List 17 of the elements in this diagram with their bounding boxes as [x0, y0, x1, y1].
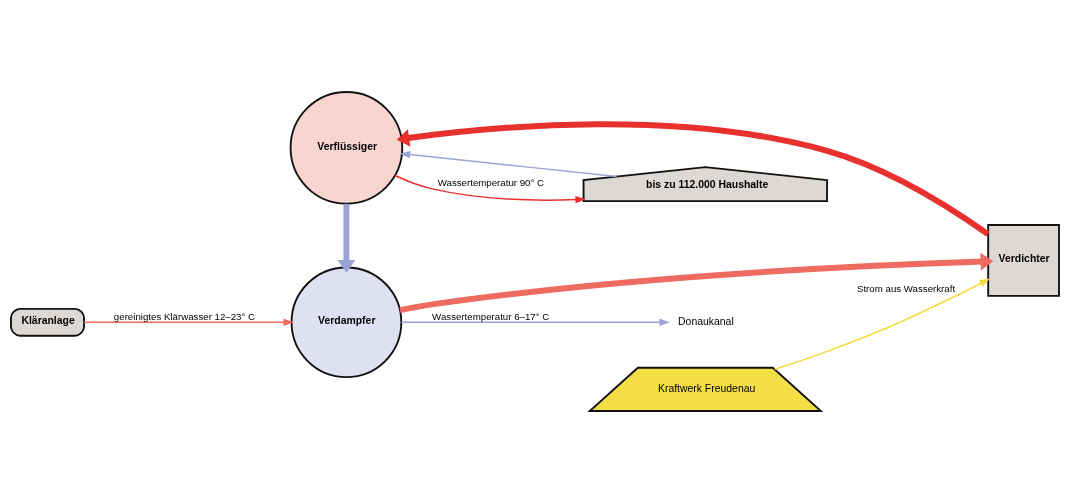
- edge-label: gereinigtes Klärwasser 12–23° C: [113, 310, 256, 322]
- arrow: [83, 318, 294, 326]
- arrow: [773, 278, 990, 370]
- node-circle: Verflüssiger: [289, 91, 404, 205]
- arrow: [396, 121, 990, 237]
- arrow: [399, 252, 994, 313]
- edge-label: Wassertemperatur 90° C: [437, 177, 545, 189]
- arrow: [337, 203, 356, 273]
- node-box: Verdichter: [987, 224, 1060, 297]
- node-box: Kläranlage: [10, 307, 85, 337]
- node-text: Donaukanal: [678, 316, 734, 328]
- arrow: [394, 174, 586, 204]
- edge-label: Wassertemperatur 6–17° C: [432, 310, 550, 322]
- node-circle: Verdampfer: [290, 266, 403, 379]
- edge-label: Strom aus Wasserkraft: [856, 283, 956, 295]
- arrow: [400, 318, 670, 326]
- arrow: [399, 150, 618, 178]
